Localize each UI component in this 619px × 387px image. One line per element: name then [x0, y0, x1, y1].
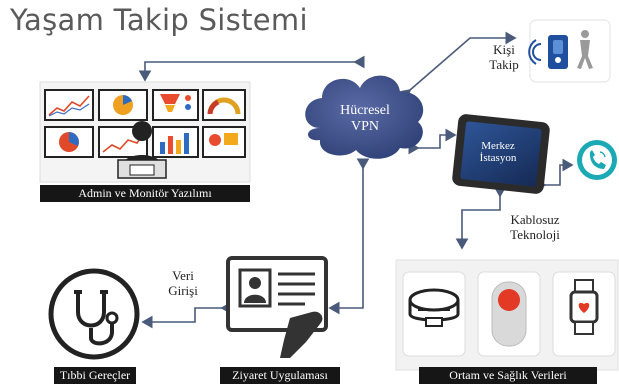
- data-entry-label: Veri Girişi: [158, 268, 208, 298]
- visit-app-icon: [226, 256, 328, 358]
- page-title: Yaşam Takip Sistemi: [10, 3, 308, 37]
- admin-monitor-wall: [39, 81, 251, 183]
- tablet-label: Merkez İstasyon: [463, 140, 533, 164]
- cloud-icon: [305, 75, 424, 159]
- wireless-line1: Kablosuz: [510, 212, 560, 227]
- arrow-visit-to-medical: [141, 301, 232, 329]
- data-entry-line1: Veri: [172, 268, 194, 283]
- cloud-label-line1: Hücresel: [340, 103, 390, 118]
- medical-devices-label: Tıbbi Gereçler: [54, 367, 136, 384]
- tablet-device: [452, 114, 550, 194]
- person-tracking-line1: Kişi: [493, 42, 515, 57]
- arrow-cloud-to-person: [398, 31, 517, 102]
- arrow-tablet-to-wireless: [455, 186, 507, 250]
- person-tracking-card: [528, 19, 611, 83]
- arrow-cloud-to-tablet: [408, 128, 457, 155]
- tablet-label-line2: İstasyon: [479, 152, 517, 164]
- connectors: [138, 31, 574, 329]
- wireless-label: Kablosuz Teknoloji: [500, 212, 570, 242]
- cloud-label: Hücresel VPN: [322, 103, 408, 135]
- stethoscope-icon: [48, 268, 140, 360]
- person-tracking-label: Kişi Takip: [484, 42, 524, 72]
- arrow-cloud-to-admin: [138, 55, 365, 82]
- person-tracking-line2: Takip: [489, 57, 519, 72]
- wireless-line2: Teknoloji: [510, 227, 560, 242]
- visit-app-label: Ziyaret Uygulaması: [220, 367, 340, 384]
- env-health-panel: [395, 259, 619, 371]
- cloud-label-line2: VPN: [350, 119, 379, 134]
- tablet-label-line1: Merkez: [481, 140, 515, 152]
- arrow-tablet-to-phone: [535, 158, 574, 192]
- admin-software-label: Admin ve Monitör Yazılımı: [40, 185, 250, 202]
- arrow-cloud-to-visit: [328, 158, 370, 315]
- data-entry-line2: Girişi: [168, 283, 198, 298]
- env-health-label: Ortam ve Sağlık Verileri: [419, 367, 597, 384]
- phone-icon: [577, 140, 617, 180]
